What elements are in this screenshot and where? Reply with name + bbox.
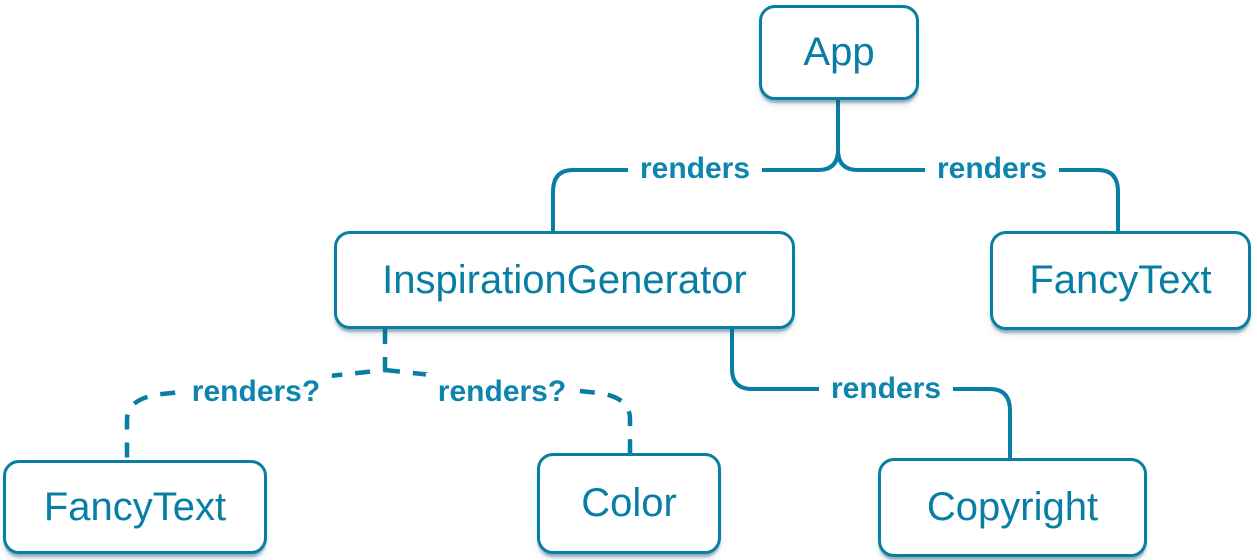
node-copyright: Copyright (878, 458, 1147, 557)
edge-inspirationgenerator-fancytext-dashed (124, 329, 388, 460)
node-app: App (759, 5, 919, 100)
edge-label-renders-left: renders (627, 150, 763, 188)
node-inspiration-generator-label: InspirationGenerator (382, 257, 747, 302)
node-fancy-text-top-label: FancyText (1029, 258, 1212, 302)
edge-label-renders-conditional-left: renders? (179, 373, 333, 411)
node-color: Color (537, 453, 721, 554)
edge-label-renders-conditional-right: renders? (425, 373, 579, 411)
node-copyright-label: Copyright (926, 485, 1099, 529)
edge-label-renders-copyright: renders (818, 370, 954, 408)
node-fancy-text-top: FancyText (990, 231, 1251, 330)
node-app-label: App (803, 30, 875, 74)
node-fancy-text-bottom: FancyText (3, 460, 267, 554)
edge-inspirationgenerator-color-dashed (384, 367, 633, 453)
node-inspiration-generator: InspirationGenerator (334, 231, 795, 329)
node-fancy-text-bottom-label: FancyText (43, 484, 227, 529)
edge-label-renders-right: renders (924, 150, 1060, 188)
node-color-label: Color (581, 481, 677, 525)
